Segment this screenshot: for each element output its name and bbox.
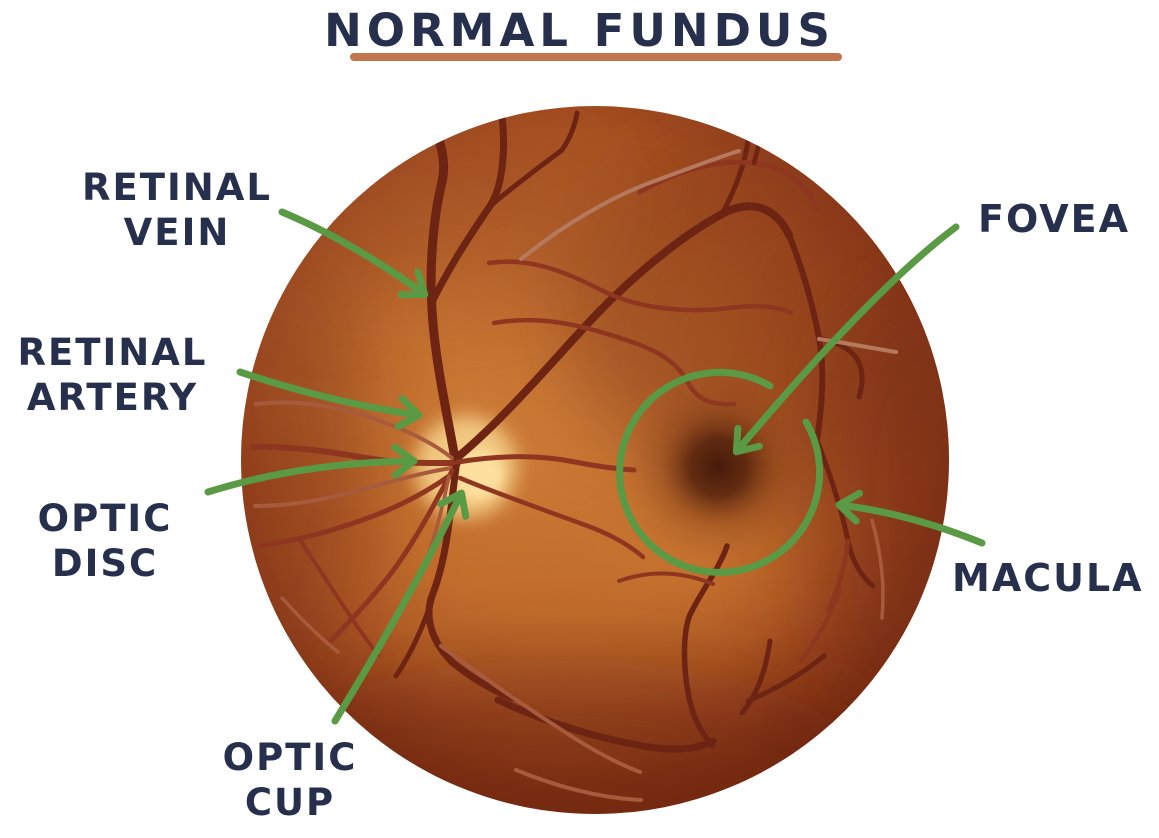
retinal-vessels: [250, 106, 898, 802]
label-optic-disc: OPTIC DISC: [0, 496, 210, 586]
label-retinal-artery-line2: ARTERY: [26, 376, 199, 419]
fovea-arrow: [732, 223, 960, 456]
label-retinal-vein: RETINAL VEIN: [52, 165, 302, 255]
retinal-artery-arrow: [236, 368, 423, 430]
label-optic-cup-line1: OPTIC: [222, 736, 358, 779]
label-optic-disc-line1: OPTIC: [37, 497, 173, 540]
macula-arrow: [835, 489, 986, 547]
label-macula: MACULA: [952, 556, 1144, 600]
title-underline: [350, 53, 842, 61]
label-optic-disc-line2: DISC: [51, 542, 159, 585]
label-retinal-artery: RETINAL ARTERY: [0, 330, 225, 420]
label-optic-cup: OPTIC CUP: [185, 735, 395, 825]
annotations: [204, 208, 986, 725]
label-optic-cup-line2: CUP: [244, 781, 336, 824]
optic-cup-arrow: [331, 489, 470, 725]
label-retinal-artery-line1: RETINAL: [17, 331, 208, 374]
label-fovea: FOVEA: [978, 197, 1131, 241]
label-retinal-vein-line1: RETINAL: [82, 166, 272, 209]
page-title: NORMAL FUNDUS: [324, 4, 835, 57]
optic-disc-arrow: [204, 443, 418, 496]
retinal-vein-arrow: [278, 208, 429, 299]
macula-circle-annotation: [616, 368, 824, 576]
label-retinal-vein-line2: VEIN: [123, 211, 231, 254]
